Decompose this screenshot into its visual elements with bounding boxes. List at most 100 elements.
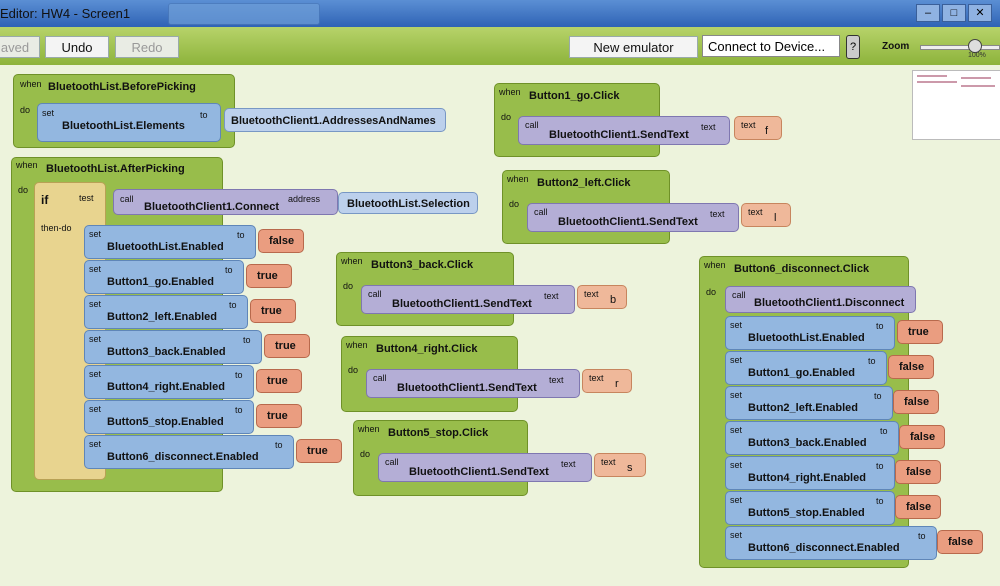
selection-getter-block[interactable]: BluetoothList.Selection [338,192,478,214]
event-name: BluetoothList.AfterPicking [46,163,185,175]
getter-label: BluetoothList.Selection [347,198,470,210]
call-connect-block[interactable]: call BluetoothClient1.Connect address [113,189,338,215]
call-sendtext-block[interactable]: call BluetoothClient1.SendText text [361,285,575,314]
do-keyword: do [360,449,371,459]
logic-value-block[interactable]: false [937,530,983,554]
logic-value-block[interactable]: true [256,369,302,393]
logic-value: false [910,431,936,443]
to-keyword: to [868,356,876,366]
event-name: BluetoothList.BeforePicking [48,81,196,93]
new-emulator-button[interactable]: New emulator [569,36,698,58]
text-literal-block[interactable]: text l [741,203,791,227]
do-keyword: do [501,112,512,122]
call-sendtext-block[interactable]: call BluetoothClient1.SendText text [366,369,580,398]
text-literal-block[interactable]: text f [734,116,782,140]
close-button[interactable]: ✕ [968,4,992,22]
browser-tab[interactable] [168,3,320,25]
call-keyword: call [385,457,399,467]
logic-value-block[interactable]: true [897,320,943,344]
text-literal-block[interactable]: text s [594,453,646,477]
logic-value-block[interactable]: false [895,460,941,484]
logic-value-block[interactable]: false [895,495,941,519]
window-title: Editor: HW4 - Screen1 [0,6,131,21]
text-keyword: text [748,207,763,217]
undo-button[interactable]: Undo [45,36,109,58]
do-keyword: do [20,105,31,115]
set-target: BluetoothList.Enabled [107,241,224,253]
minimize-button[interactable]: – [916,4,940,22]
window-titlebar: Editor: HW4 - Screen1 –□✕ [0,0,1000,27]
call-keyword: call [373,373,387,383]
call-sendtext-block[interactable]: call BluetoothClient1.SendText text [378,453,592,482]
call-disconnect-block[interactable]: call BluetoothClient1.Disconnect [725,286,916,313]
event-name: Button2_left.Click [537,177,631,189]
call-keyword: call [534,207,548,217]
text-keyword: text [741,120,756,130]
connect-device-select[interactable]: Connect to Device... [702,35,840,57]
component-getter-block[interactable]: BluetoothClient1.AddressesAndNames [224,108,446,132]
to-keyword: to [876,496,884,506]
set-keyword: set [730,530,743,540]
logic-value-block[interactable]: true [246,264,292,288]
set-keyword: set [89,264,102,274]
logic-value-block[interactable]: false [893,390,939,414]
to-keyword: to [275,440,283,450]
logic-value: true [267,375,288,387]
redo-button[interactable]: Redo [115,36,179,58]
set-keyword: set [89,404,102,414]
when-keyword: when [346,340,368,350]
logic-value-block[interactable]: false [258,229,304,253]
logic-value: true [267,410,288,422]
when-keyword: when [16,160,38,170]
when-keyword: when [704,260,726,270]
maximize-button[interactable]: □ [942,4,966,22]
set-keyword: set [730,495,743,505]
logic-value: false [899,361,925,373]
workspace-minimap[interactable] [912,70,1000,140]
set-target: Button5_stop.Enabled [107,416,224,428]
logic-value-block[interactable]: true [250,299,296,323]
logic-value-block[interactable]: true [256,404,302,428]
to-keyword: to [880,426,888,436]
event-name: Button3_back.Click [371,259,474,271]
event-name: Button6_disconnect.Click [734,263,870,275]
logic-value-block[interactable]: false [888,355,934,379]
set-target: Button3_back.Enabled [748,437,867,449]
set-block[interactable]: set BluetoothList.Elements to [37,103,221,142]
help-button[interactable]: ? [846,35,860,59]
call-sendtext-block[interactable]: call BluetoothClient1.SendText text [527,203,739,232]
call-keyword: call [368,289,382,299]
set-keyword: set [42,108,55,118]
zoom-slider-track[interactable] [920,45,1000,50]
zoom-slider-handle[interactable] [968,39,982,53]
set-target: Button1_go.Enabled [107,276,214,288]
logic-value: false [904,396,930,408]
logic-value-block[interactable]: true [264,334,310,358]
saved-button[interactable]: aved [0,36,40,58]
to-keyword: to [229,300,237,310]
logic-value: true [275,340,296,352]
logic-value-block[interactable]: false [899,425,945,449]
logic-value: false [906,501,932,513]
text-literal-block[interactable]: text b [577,285,627,309]
call-sendtext-block[interactable]: call BluetoothClient1.SendText text [518,116,730,145]
text-literal-block[interactable]: text r [582,369,632,393]
set-target: Button3_back.Enabled [107,346,226,358]
zoom-value: 100% [968,52,986,59]
logic-value-block[interactable]: true [296,439,342,463]
method-name: BluetoothClient1.SendText [549,129,689,141]
